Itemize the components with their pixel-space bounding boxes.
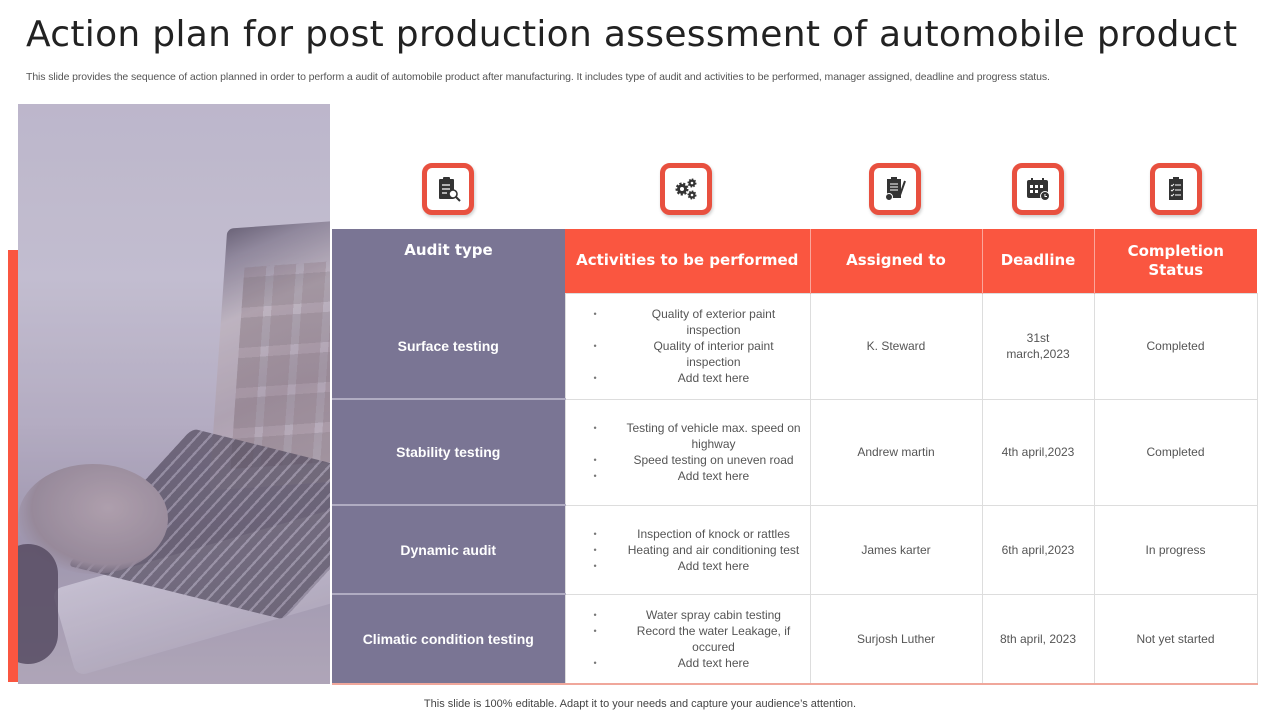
activity-item: Add text here xyxy=(594,655,802,671)
audit-type-cell: Climatic condition testing xyxy=(332,593,565,685)
deadline-cell: 4th april,2023 xyxy=(981,398,1095,506)
activity-item: Heating and air conditioning test xyxy=(594,542,802,558)
assigned-to-cell: K. Steward xyxy=(809,292,983,400)
header-deadline: Deadline xyxy=(982,229,1095,293)
activities-cell: Inspection of knock or rattles Heating a… xyxy=(564,504,811,595)
status-cell: Completed xyxy=(1093,398,1258,506)
header-audit-type: Audit type xyxy=(332,229,565,293)
audit-type-cell: Surface testing xyxy=(332,293,565,399)
clipboard-search-icon xyxy=(422,163,474,215)
activity-item: Testing of vehicle max. speed on highway xyxy=(594,420,802,452)
gears-icon xyxy=(660,163,712,215)
table-row: Dynamic audit Inspection of knock or rat… xyxy=(332,504,1258,595)
table-row: Stability testing Testing of vehicle max… xyxy=(332,398,1258,506)
activity-item: Quality of interior paint inspection xyxy=(594,338,802,370)
audit-type-cell: Dynamic audit xyxy=(332,504,565,594)
header-assigned-to: Assigned to xyxy=(810,229,983,293)
status-cell: In progress xyxy=(1093,504,1258,595)
laptop-photo xyxy=(18,104,330,684)
activity-item: Add text here xyxy=(594,558,802,574)
activities-cell: Quality of exterior paint inspection Qua… xyxy=(564,292,811,400)
sleeve xyxy=(18,544,58,664)
activity-item: Water spray cabin testing xyxy=(594,607,802,623)
deadline-cell: 8th april, 2023 xyxy=(981,593,1095,685)
header-completion-status: Completion Status xyxy=(1094,229,1257,293)
activities-cell: Water spray cabin testing Record the wat… xyxy=(564,593,811,685)
action-plan-table: Audit type Activities to be performed As… xyxy=(332,229,1258,685)
activity-item: Inspection of knock or rattles xyxy=(594,526,802,542)
activity-item: Quality of exterior paint inspection xyxy=(594,306,802,338)
header-activities: Activities to be performed xyxy=(565,229,811,293)
table-header-row: Audit type Activities to be performed As… xyxy=(332,229,1257,293)
activity-item: Speed testing on uneven road xyxy=(594,452,802,468)
table-row: Climatic condition testing Water spray c… xyxy=(332,593,1258,685)
checklist-icon xyxy=(1150,163,1202,215)
deadline-cell: 6th april,2023 xyxy=(981,504,1095,595)
column-icons xyxy=(0,163,1280,215)
activities-cell: Testing of vehicle max. speed on highway… xyxy=(564,398,811,506)
slide-title: Action plan for post production assessme… xyxy=(26,14,1238,55)
accent-bar xyxy=(8,250,18,682)
assigned-to-cell: Andrew martin xyxy=(809,398,983,506)
assigned-to-cell: James karter xyxy=(809,504,983,595)
deadline-text: 31st march,2023 xyxy=(1006,331,1070,361)
status-cell: Completed xyxy=(1093,292,1258,400)
slide-footer: This slide is 100% editable. Adapt it to… xyxy=(423,698,857,710)
assigned-to-cell: Surjosh Luther xyxy=(809,593,983,685)
activity-item: Add text here xyxy=(594,370,802,386)
activity-item: Record the water Leakage, if occured xyxy=(594,623,802,655)
slide-subtitle: This slide provides the sequence of acti… xyxy=(26,71,1050,83)
activity-item: Add text here xyxy=(594,468,802,484)
contract-sign-icon xyxy=(869,163,921,215)
audit-type-cell: Stability testing xyxy=(332,398,565,505)
table-row: Surface testing Quality of exterior pain… xyxy=(332,292,1258,400)
status-cell: Not yet started xyxy=(1093,593,1258,685)
deadline-cell: 31st march,2023 xyxy=(981,292,1095,400)
calendar-clock-icon xyxy=(1012,163,1064,215)
